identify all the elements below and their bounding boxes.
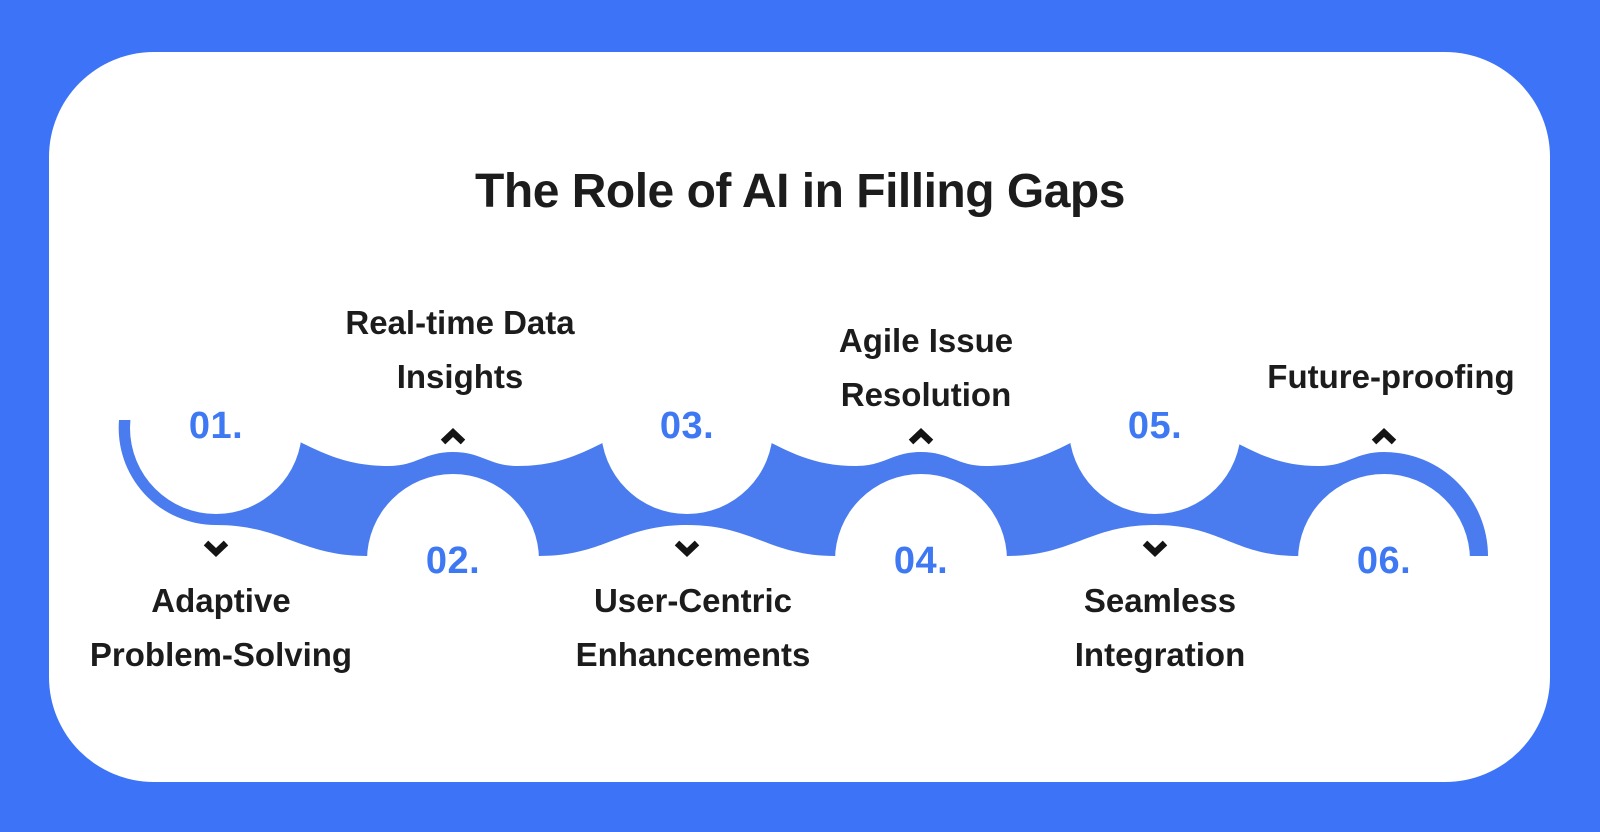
chevron-down-icon <box>674 540 700 557</box>
chevron-up-icon <box>908 428 934 445</box>
chevron-down-icon <box>1142 540 1168 557</box>
page-title: The Role of AI in Filling Gaps <box>475 165 1125 219</box>
step-2-number: 02. <box>425 540 481 582</box>
step-6-number: 06. <box>1356 540 1412 582</box>
step-4-number: 04. <box>893 540 949 582</box>
step-5-label: Seamless Integration <box>1074 582 1246 673</box>
ribbon-circle-1 <box>130 342 302 514</box>
step-1-number: 01. <box>188 405 244 447</box>
ribbon-circle-6 <box>1298 474 1470 646</box>
chevron-down-icon <box>203 540 229 557</box>
step-3-label: User-Centric Enhancements <box>575 582 811 673</box>
ribbon-circle-5 <box>1069 342 1241 514</box>
step-5-number: 05. <box>1127 405 1183 447</box>
step-3-number: 03. <box>659 405 715 447</box>
step-1-label: Adaptive Problem-Solving <box>89 582 353 673</box>
ribbon-circle-3 <box>601 342 773 514</box>
step-6-label: Future-proofing <box>1267 358 1515 395</box>
ribbon-circle-4 <box>835 474 1007 646</box>
chevron-up-icon <box>440 428 466 445</box>
chevron-up-icon <box>1371 428 1397 445</box>
step-4-label: Agile Issue Resolution <box>838 322 1014 413</box>
step-2-label: Real-time Data Insights <box>345 304 575 395</box>
ribbon-band <box>118 420 1488 556</box>
ribbon-circle-2 <box>367 474 539 646</box>
